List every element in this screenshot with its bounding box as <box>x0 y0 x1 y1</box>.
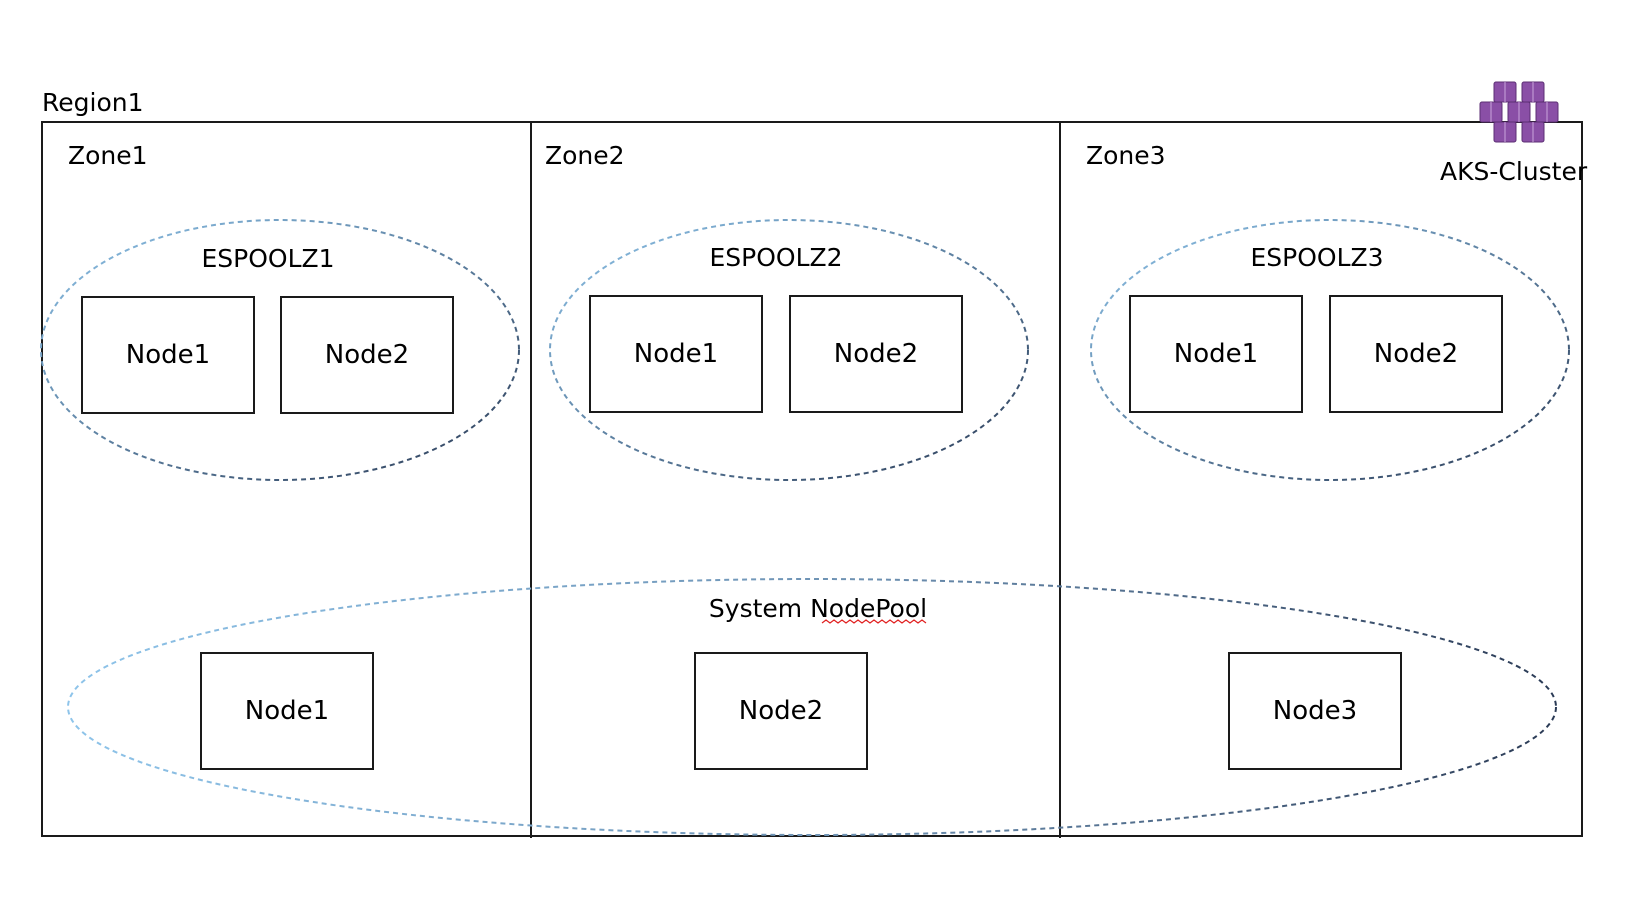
system-nodepool-label: System NodePool <box>708 594 928 623</box>
zone2-node2-box: Node2 <box>789 295 963 413</box>
espoolz3-ellipse <box>1090 219 1570 481</box>
spellcheck-underline <box>821 619 927 624</box>
zone3-label: Zone3 <box>1086 141 1166 170</box>
zone1-node1-box: Node1 <box>81 296 255 414</box>
system-nodepool-ellipse <box>67 578 1557 836</box>
system-node2-box: Node2 <box>694 652 868 770</box>
espoolz1-ellipse <box>40 219 520 481</box>
espoolz2-ellipse <box>549 219 1029 481</box>
espoolz1-label: ESPOOLZ1 <box>201 244 335 273</box>
zone3-node1-box: Node1 <box>1129 295 1303 413</box>
espoolz2-label: ESPOOLZ2 <box>709 243 843 272</box>
system-node1-box: Node1 <box>200 652 374 770</box>
aks-cluster-label: AKS-Cluster <box>1440 157 1588 186</box>
region-label: Region1 <box>42 88 144 117</box>
region-box <box>41 121 1583 837</box>
zone1-node2-box: Node2 <box>280 296 454 414</box>
zone3-node2-box: Node2 <box>1329 295 1503 413</box>
zone2-label: Zone2 <box>545 141 625 170</box>
zone1-label: Zone1 <box>68 141 148 170</box>
system-node3-box: Node3 <box>1228 652 1402 770</box>
zone2-node1-box: Node1 <box>589 295 763 413</box>
espoolz3-label: ESPOOLZ3 <box>1250 243 1384 272</box>
aks-cubes-icon <box>1479 81 1559 143</box>
